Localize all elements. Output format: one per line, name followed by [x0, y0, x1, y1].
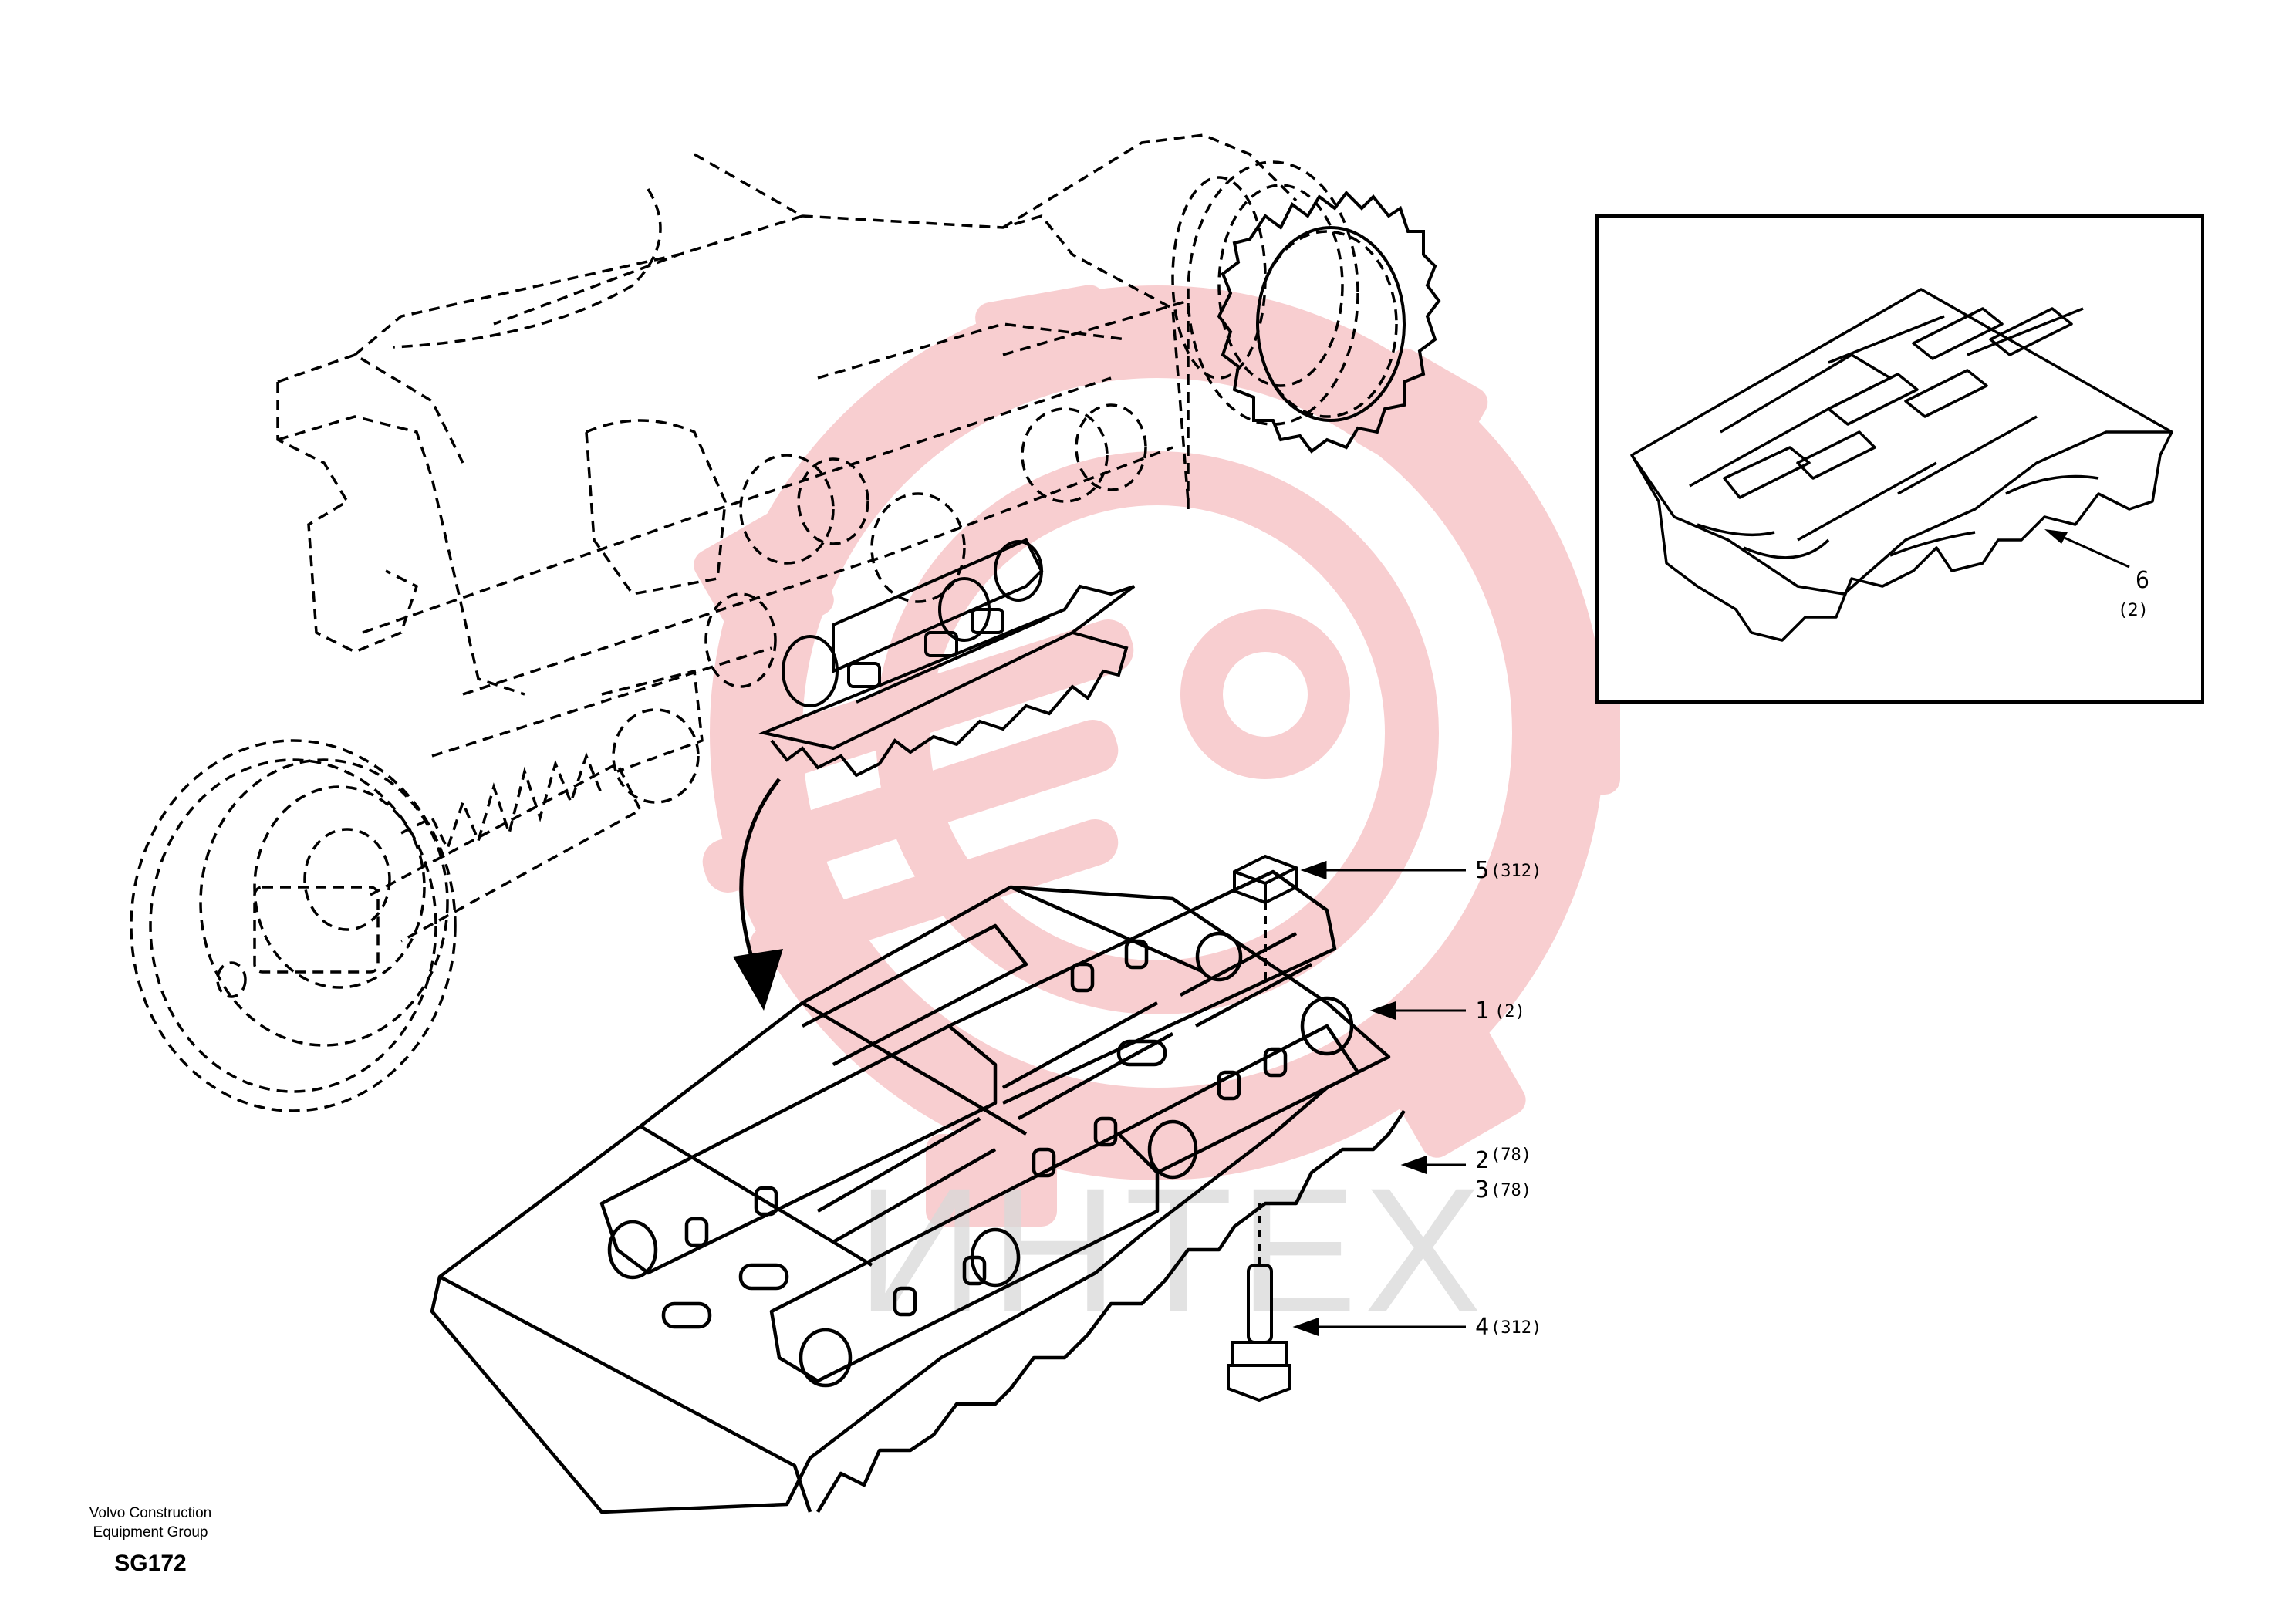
diagram-code: SG172: [114, 1551, 186, 1576]
callout-qty: (312): [1491, 1318, 1541, 1338]
watermark-text: ИНТЕХ: [856, 1151, 1488, 1349]
callout-number: 5: [1475, 857, 1489, 884]
watermark-logo-icon: [694, 285, 1620, 1227]
callout-item-3: 3 (78): [1475, 1176, 1531, 1203]
leader-line-6: [2044, 529, 2130, 569]
callout-number: 2: [1475, 1147, 1489, 1174]
callout-number: 3: [1475, 1176, 1489, 1203]
callout-qty: (2): [2118, 601, 2149, 620]
callout-item-2: 2 (78): [1475, 1146, 1531, 1174]
callout-item-6: 6 (2): [2118, 567, 2149, 620]
callout-number: 4: [1475, 1314, 1489, 1341]
direction-arrow-icon: [733, 778, 783, 1011]
callout-qty: (2): [1494, 1002, 1525, 1021]
callout-qty: (78): [1491, 1146, 1531, 1165]
bolt-icon: [1227, 1203, 1292, 1402]
undercarriage-outline: [130, 133, 1398, 1112]
callout-qty: (78): [1491, 1181, 1531, 1200]
callout-leaders: [1292, 860, 1466, 1337]
callout-number: 6: [2136, 567, 2149, 594]
track-chain-assembly: [430, 869, 1406, 1514]
upper-track-segment: [758, 538, 1136, 778]
callout-item-1: 1 (2): [1475, 997, 1525, 1024]
sprocket-teeth: [1217, 190, 1441, 454]
callout-qty: (312): [1491, 862, 1541, 881]
inset-panel: [1595, 214, 2204, 704]
callout-item-4: 4 (312): [1475, 1314, 1541, 1341]
company-name-line1: Volvo Construction: [89, 1505, 211, 1521]
nut-icon: [1233, 854, 1298, 980]
callout-item-5: 5 (312): [1475, 857, 1541, 884]
company-name-line2: Equipment Group: [93, 1524, 208, 1541]
callout-number: 1: [1475, 997, 1489, 1024]
footer: Volvo Construction Equipment Group SG172: [89, 1505, 211, 1576]
